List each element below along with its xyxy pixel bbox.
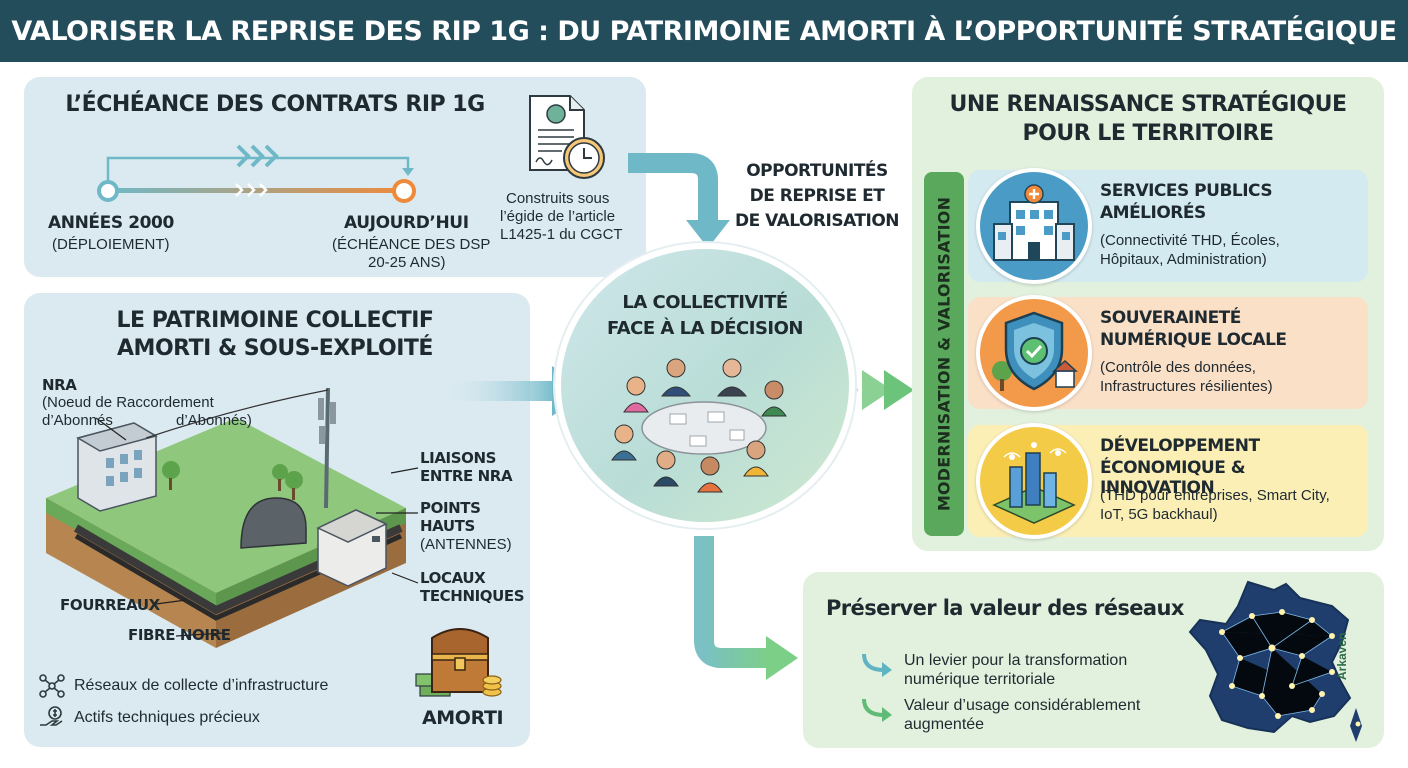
card-economic-development: DÉVELOPPEMENT ÉCONOMIQUE & INNOVATION (T… — [968, 423, 1368, 539]
preserve-item-1a: Un levier pour la transformation — [904, 652, 1128, 669]
card-2-title-2: NUMÉRIQUE LOCALE — [1100, 330, 1287, 350]
nra-title: NRA — [42, 376, 77, 394]
money-hand-icon — [40, 706, 63, 726]
shield-check-icon — [976, 295, 1092, 411]
timeline-start-sub: (DÉPLOIEMENT) — [52, 236, 170, 253]
infrastructure-illustration — [46, 387, 419, 648]
patrimony-title-2: AMORTI & SOUS-EXPLOITÉ — [117, 336, 433, 361]
amorti-label: AMORTI — [422, 707, 504, 729]
decision-line-2: FACE À LA DÉCISION — [607, 318, 803, 339]
timeline-end-sub-1: (ÉCHÉANCE DES DSP — [332, 236, 491, 253]
nra-desc-3: d’Abonnés) — [176, 412, 252, 429]
timeline-end-sub-2: 20-25 ANS) — [368, 254, 446, 271]
curved-arrow-icon — [862, 653, 892, 677]
links-label-1: LIAISONS — [420, 449, 497, 467]
france-network-map — [1188, 580, 1362, 742]
fibre-label: FIBRE NOIRE — [128, 626, 231, 644]
contracts-note-1: Construits sous — [506, 190, 610, 207]
locaux-label-2: TECHNIQUES — [420, 587, 525, 605]
meeting-table-illustration — [611, 358, 787, 493]
card-3-title-2: ÉCONOMIQUE & INNOVATION — [1100, 458, 1246, 498]
header-bar: VALORISER LA REPRISE DES RIP 1G : DU PAT… — [0, 0, 1408, 62]
preserve-item-2b: augmentée — [904, 716, 985, 733]
opportunities-line-1: OPPORTUNITÉS — [746, 161, 888, 181]
contracts-note-2: l’égide de l’article — [500, 208, 616, 225]
modernisation-label: MODERNISATION & VALORISATION — [934, 196, 954, 512]
fourreaux-label: FOURREAUX — [60, 596, 160, 614]
card-3-text-1: (THD pour entreprises, Smart City, — [1100, 487, 1330, 504]
timeline-graphic — [97, 144, 416, 203]
preserve-title: Préserver la valeur des réseaux — [826, 596, 1184, 620]
card-sovereignty: SOUVERAINETÉ NUMÉRIQUE LOCALE (Contrôle … — [968, 295, 1368, 411]
network-icon — [39, 674, 65, 698]
card-public-services: SERVICES PUBLICS AMÉLIORÉS (Connectivité… — [968, 168, 1368, 284]
card-1-text-2: Hôpitaux, Administration) — [1100, 251, 1267, 268]
card-1-title-2: AMÉLIORÉS — [1100, 203, 1206, 223]
points-label-1: POINTS — [420, 499, 481, 517]
locaux-label-1: LOCAUX — [420, 569, 486, 587]
timeline-start-label: ANNÉES 2000 — [48, 213, 174, 233]
curved-arrow-icon — [862, 698, 892, 722]
card-3-text-2: IoT, 5G backhaul) — [1100, 506, 1218, 523]
card-3-title-1: DÉVELOPPEMENT — [1100, 436, 1260, 456]
points-label-2: HAUTS — [420, 517, 475, 535]
smart-city-icon — [976, 423, 1092, 539]
nra-desc-2: d’Abonnés — [42, 412, 113, 429]
brand-label: Arkaven — [1335, 632, 1349, 680]
card-1-title-1: SERVICES PUBLICS — [1100, 181, 1273, 201]
contracts-title: L’ÉCHÉANCE DES CONTRATS RIP 1G — [65, 92, 485, 117]
page-title: VALORISER LA REPRISE DES RIP 1G : DU PAT… — [11, 15, 1397, 47]
opportunities-line-3: DE VALORISATION — [734, 211, 900, 231]
modernisation-side-bar: MODERNISATION & VALORISATION — [924, 172, 964, 536]
decision-line-1: LA COLLECTIVITÉ — [622, 292, 788, 313]
preserve-item-1b: numérique territoriale — [904, 671, 1056, 688]
hospital-building-icon — [976, 168, 1092, 284]
card-2-text-1: (Contrôle des données, — [1100, 359, 1256, 376]
card-2-title-1: SOUVERAINETÉ — [1100, 308, 1241, 328]
renaissance-title-1: UNE RENAISSANCE STRATÉGIQUE — [949, 92, 1347, 117]
opportunities-line-2: DE REPRISE ET — [749, 186, 885, 206]
bullet-assets: Actifs techniques précieux — [74, 709, 260, 726]
contract-document-icon — [529, 95, 605, 179]
card-2-text-2: Infrastructures résilientes) — [1100, 378, 1273, 395]
patrimony-title-1: LE PATRIMOINE COLLECTIF — [116, 308, 434, 333]
treasure-chest-icon — [415, 628, 502, 697]
timeline-end-label: AUJOURD’HUI — [344, 213, 469, 233]
card-1-text-1: (Connectivité THD, Écoles, — [1100, 232, 1280, 249]
nra-desc-1: (Noeud de Raccordement — [42, 394, 214, 411]
bullet-network: Réseaux de collecte d’infrastructure — [74, 677, 329, 694]
renaissance-title-2: POUR LE TERRITOIRE — [1022, 121, 1274, 146]
points-label-3: (ANTENNES) — [420, 536, 512, 553]
contracts-note-3: L1425-1 du CGCT — [500, 226, 623, 243]
links-label-2: ENTRE NRA — [420, 467, 513, 485]
decision-circle — [555, 243, 855, 528]
preserve-item-2a: Valeur d’usage considérablement — [904, 697, 1141, 714]
